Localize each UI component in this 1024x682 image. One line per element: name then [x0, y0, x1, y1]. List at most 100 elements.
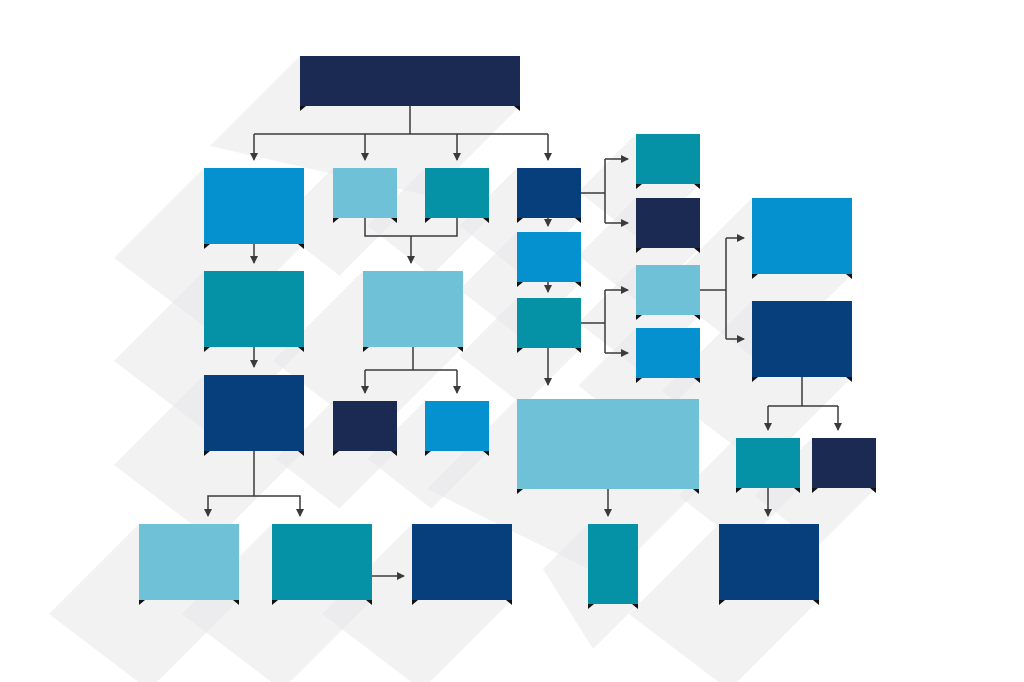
- box-f3-tab-right: [794, 488, 800, 493]
- box-a2-tab-left: [204, 347, 210, 352]
- box-f2: [752, 301, 852, 382]
- box-f4-shadow: [629, 524, 819, 682]
- box-d2-face: [517, 232, 581, 282]
- box-e1: [636, 134, 700, 189]
- box-f2-tab-left: [752, 377, 758, 382]
- box-d2-tab-left: [517, 282, 523, 287]
- box-a2: [204, 271, 304, 352]
- box-c4-tab-right: [506, 600, 512, 605]
- box-b3-tab-right: [391, 451, 397, 456]
- box-d3-face: [517, 298, 581, 348]
- box-c3-face: [425, 401, 489, 451]
- connector-9: [254, 495, 304, 517]
- box-d3-tab-right: [575, 348, 581, 353]
- box-e4-tab-left: [636, 378, 642, 383]
- box-g3: [812, 438, 876, 493]
- box-d1-tab-right: [575, 218, 581, 223]
- box-big-tab-right: [693, 489, 699, 494]
- box-f2-tab-right: [846, 377, 852, 382]
- box-d1: [517, 168, 581, 223]
- box-c4-shadow: [322, 524, 512, 682]
- box-a3: [204, 375, 304, 456]
- box-f3-tab-left: [736, 488, 742, 493]
- box-e1-tab-left: [636, 184, 642, 189]
- box-f3: [736, 438, 800, 493]
- box-e3-tab-left: [636, 315, 642, 320]
- box-b1-face: [333, 168, 397, 218]
- box-a2-tab-right: [298, 347, 304, 352]
- box-b4-face: [272, 524, 372, 600]
- box-a3-face: [204, 375, 304, 451]
- box-c1-face: [425, 168, 489, 218]
- box-f3-face: [736, 438, 800, 488]
- box-a4: [139, 524, 239, 605]
- box-b3-tab-left: [333, 451, 339, 456]
- flow-boxes: [139, 56, 876, 609]
- box-a1-face: [204, 168, 304, 244]
- box-a4-tab-right: [233, 600, 239, 605]
- box-a4-shadow: [49, 524, 239, 682]
- box-d4-face: [588, 524, 638, 604]
- box-e3-tab-right: [694, 315, 700, 320]
- box-d2-tab-right: [575, 282, 581, 287]
- box-f1-face: [752, 198, 852, 274]
- connector-8: [204, 451, 255, 517]
- box-big-face: [517, 399, 699, 489]
- box-b4: [272, 524, 372, 605]
- box-bc2-face: [363, 271, 463, 347]
- box-b1: [333, 168, 397, 223]
- box-a1: [204, 168, 304, 249]
- box-f1: [752, 198, 852, 279]
- box-big: [517, 399, 699, 494]
- box-d1-face: [517, 168, 581, 218]
- box-b3-face: [333, 401, 397, 451]
- box-a4-tab-left: [139, 600, 145, 605]
- box-c1: [425, 168, 489, 223]
- box-d3: [517, 298, 581, 353]
- box-f1-tab-right: [846, 274, 852, 279]
- box-e4: [636, 328, 700, 383]
- box-e2-tab-right: [694, 248, 700, 253]
- top-box: [300, 56, 520, 111]
- box-c4-tab-left: [412, 600, 418, 605]
- box-c3: [425, 401, 489, 456]
- box-b1-tab-left: [333, 218, 339, 223]
- box-big-tab-left: [517, 489, 523, 494]
- top-box-tab-right: [514, 106, 520, 111]
- top-box-face: [300, 56, 520, 106]
- box-f4-tab-left: [719, 600, 725, 605]
- box-d3-tab-left: [517, 348, 523, 353]
- box-b4-shadow: [182, 524, 372, 682]
- box-e3-face: [636, 265, 700, 315]
- box-b3: [333, 401, 397, 456]
- box-bc2: [363, 271, 463, 352]
- box-e1-tab-right: [694, 184, 700, 189]
- box-a2-face: [204, 271, 304, 347]
- box-c4: [412, 524, 512, 605]
- box-e1-face: [636, 134, 700, 184]
- box-b4-tab-left: [272, 600, 278, 605]
- box-a3-tab-left: [204, 451, 210, 456]
- box-bc2-tab-left: [363, 347, 369, 352]
- box-c3-tab-left: [425, 451, 431, 456]
- box-d4-tab-right: [632, 604, 638, 609]
- box-e2-tab-left: [636, 248, 642, 253]
- box-f1-tab-left: [752, 274, 758, 279]
- box-d4: [588, 524, 638, 609]
- box-d1-tab-left: [517, 218, 523, 223]
- box-c3-tab-right: [483, 451, 489, 456]
- box-c1-tab-left: [425, 218, 431, 223]
- box-e4-face: [636, 328, 700, 378]
- box-g3-tab-left: [812, 488, 818, 493]
- box-e3: [636, 265, 700, 320]
- box-g3-tab-right: [870, 488, 876, 493]
- box-d4-tab-left: [588, 604, 594, 609]
- box-a4-face: [139, 524, 239, 600]
- box-bc2-tab-right: [457, 347, 463, 352]
- box-g3-face: [812, 438, 876, 488]
- box-a3-tab-right: [298, 451, 304, 456]
- box-f2-face: [752, 301, 852, 377]
- box-c4-face: [412, 524, 512, 600]
